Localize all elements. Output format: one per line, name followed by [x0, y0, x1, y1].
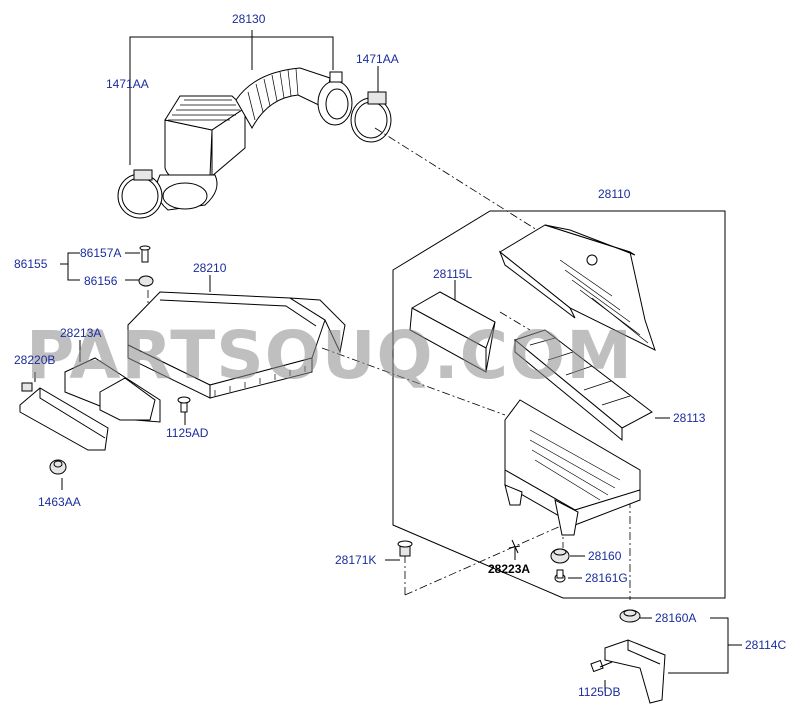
label-1125DB[interactable]: 1125DB [578, 685, 620, 699]
label-28160[interactable]: 28160 [588, 549, 622, 563]
mount-insulator-28160A [619, 609, 641, 623]
bellows-ribs [247, 68, 299, 121]
filter-pleats [529, 337, 631, 406]
label-28114C[interactable]: 28114C [745, 638, 786, 652]
label-1463AA[interactable]: 1463AA [38, 495, 81, 509]
resonator-ribs [214, 366, 306, 396]
cover-lid-28115L [409, 291, 496, 373]
bracket-28114C [604, 639, 666, 704]
grommet-1463AA [49, 459, 67, 475]
label-28223A[interactable]: 28223A [488, 562, 530, 576]
cover-ribs [559, 259, 649, 344]
bolt-28161G [554, 569, 566, 583]
bolt-86157A [139, 245, 151, 263]
bracket-28220B [19, 382, 109, 451]
label-28110[interactable]: 28110 [598, 187, 631, 201]
intake-hose-28130 [155, 67, 353, 211]
watermark-text: PARTSOUQ.COM [26, 317, 633, 394]
grommet-28160 [550, 548, 570, 564]
bolt-28171K [397, 540, 413, 557]
label-86155[interactable]: 86155 [14, 257, 48, 271]
bolt-1125DB [590, 659, 613, 673]
label-28220B[interactable]: 28220B [14, 353, 55, 367]
grommet-86156 [138, 275, 154, 287]
label-28171K[interactable]: 28171K [335, 553, 376, 567]
hose-clamp-left [117, 169, 163, 219]
label-1471AA-right[interactable]: 1471AA [356, 52, 399, 66]
label-28213A[interactable]: 28213A [60, 326, 101, 340]
part-labels: 28130 1471AA 1471AA 28110 86155 86157A 8… [14, 12, 786, 699]
air-cleaner-cover [498, 224, 656, 351]
duct-grille [168, 99, 240, 121]
hose-clamp-right [350, 91, 392, 143]
leader-lines [34, 30, 742, 692]
label-86156[interactable]: 86156 [84, 274, 118, 288]
bolt-1125AD [177, 396, 191, 413]
clip-28223A [508, 539, 521, 554]
label-28210[interactable]: 28210 [193, 261, 227, 275]
filter-element-28113 [513, 329, 653, 442]
label-28160A[interactable]: 28160A [655, 611, 696, 625]
resonator-28210 [127, 291, 346, 399]
label-28115L[interactable]: 28115L [433, 267, 472, 281]
body-ribs [529, 429, 621, 501]
air-cleaner-body [504, 399, 641, 536]
label-86157A[interactable]: 86157A [80, 246, 121, 260]
label-28130[interactable]: 28130 [232, 12, 266, 26]
label-28113[interactable]: 28113 [673, 411, 706, 425]
label-1471AA-left[interactable]: 1471AA [106, 77, 149, 91]
duct-28213A [64, 357, 161, 423]
assembly-centerlines [147, 127, 631, 600]
label-1125AD[interactable]: 1125AD [166, 426, 209, 440]
label-28161G[interactable]: 28161G [585, 571, 628, 585]
